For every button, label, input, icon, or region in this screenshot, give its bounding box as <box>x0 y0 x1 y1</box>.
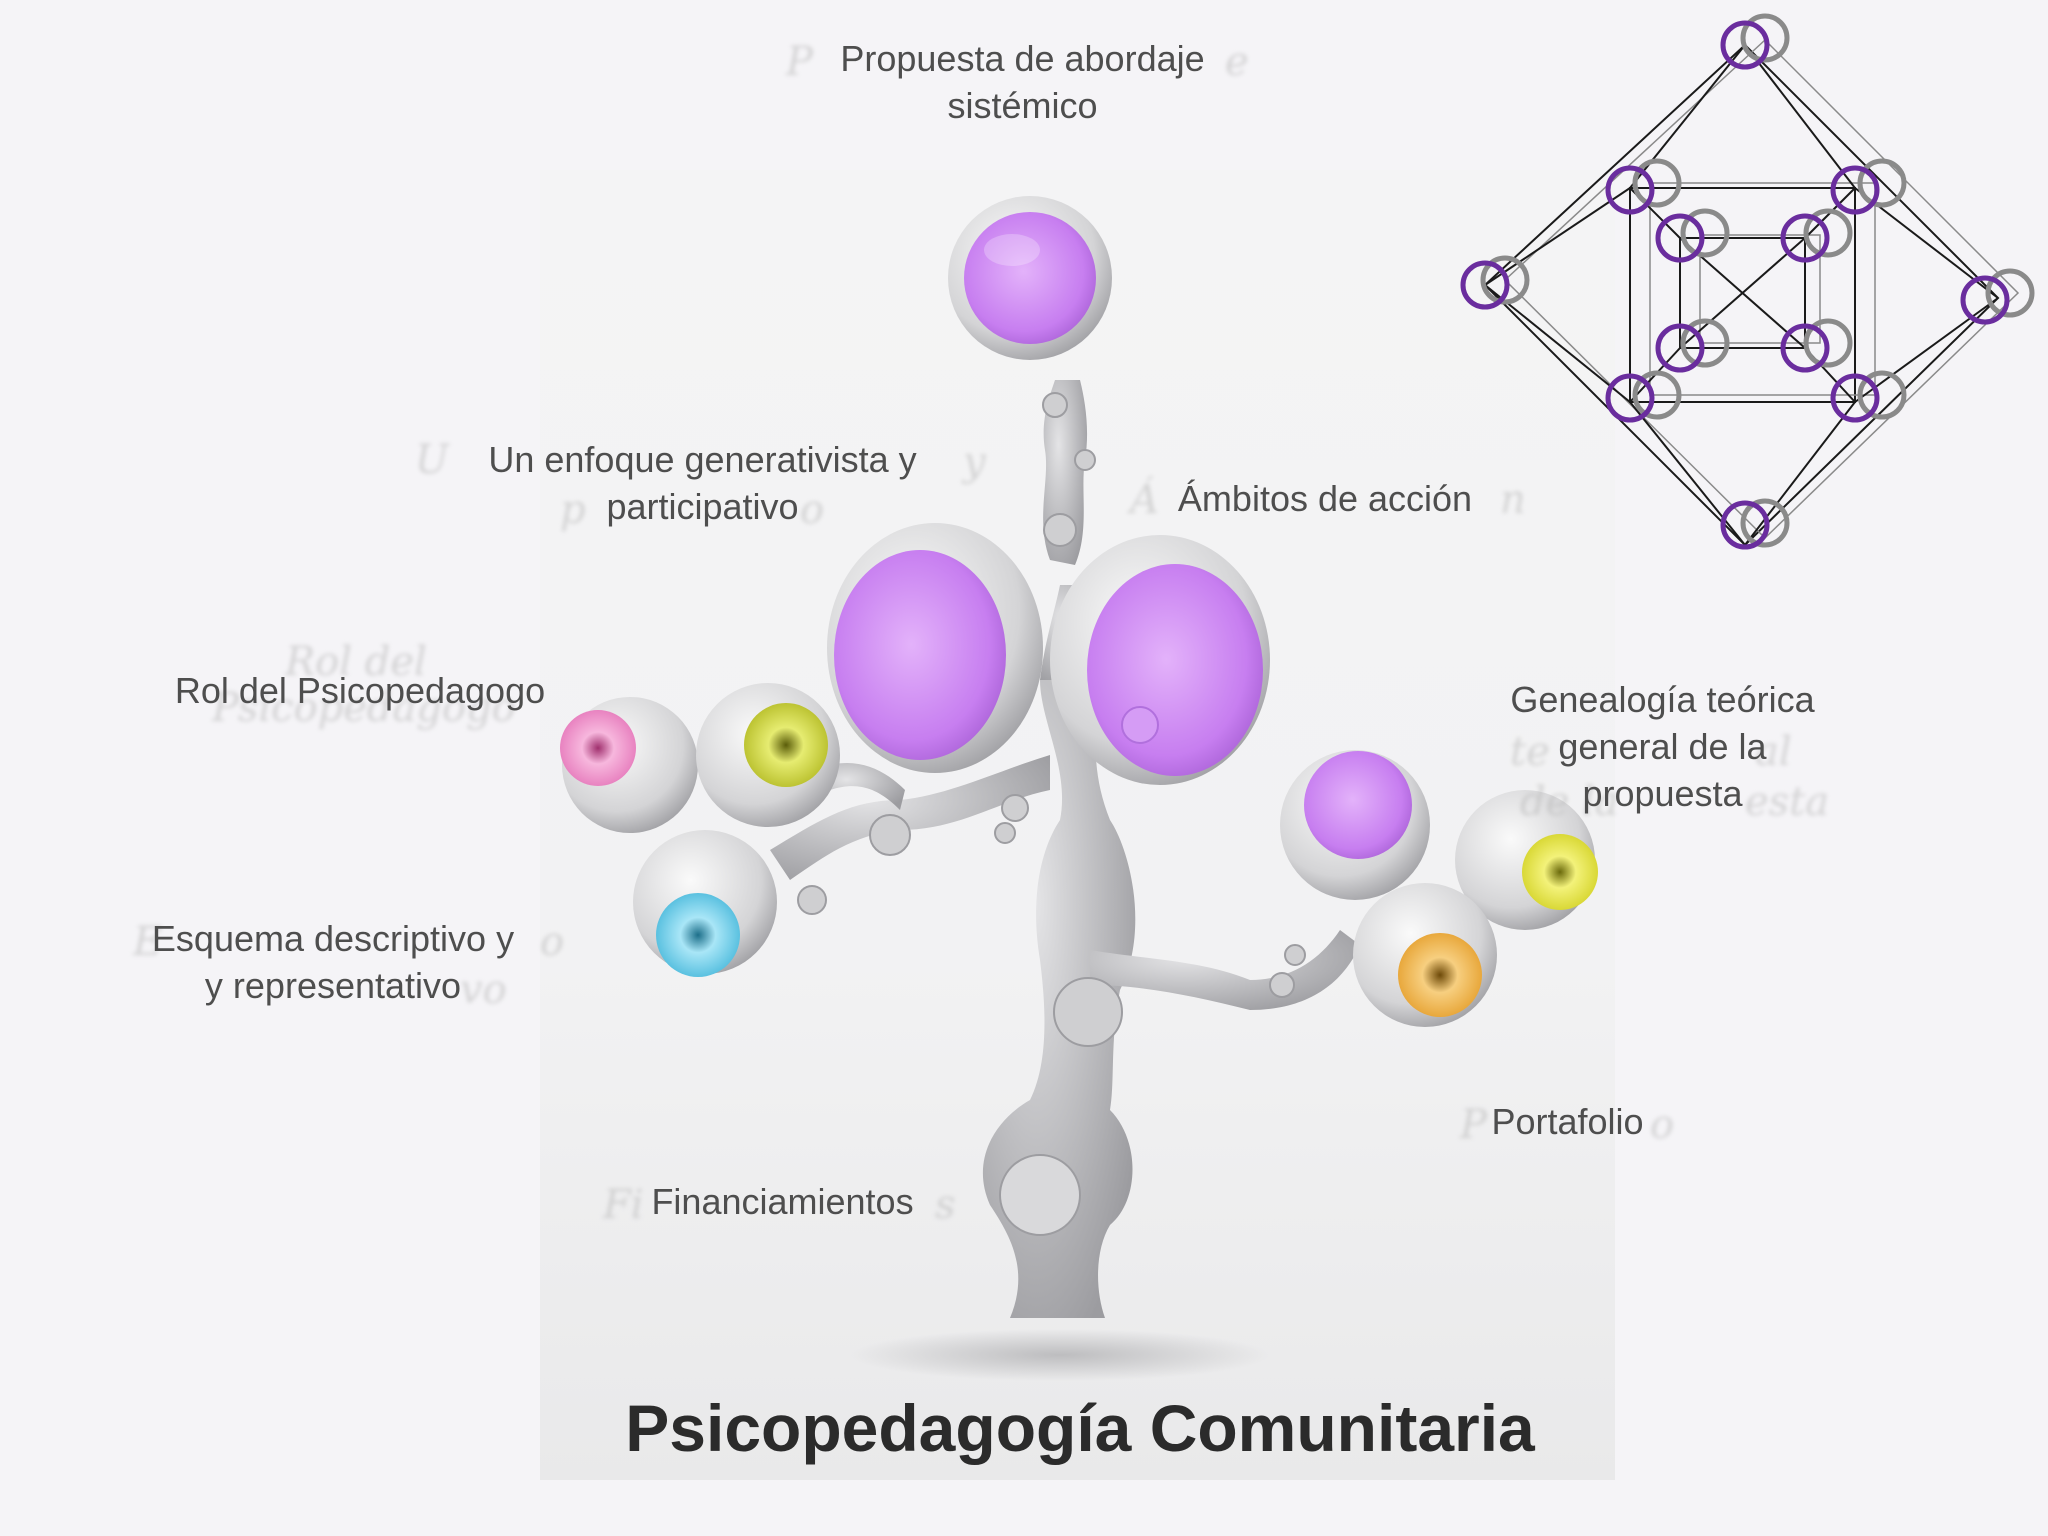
ghost-enfoque-start: U <box>415 438 449 482</box>
label-propuesta-line1: Propuesta de abordaje <box>815 35 1230 82</box>
label-genealogia-line1: Genealogía teórica <box>1490 676 1835 723</box>
label-esquema-line2: y representativo <box>128 962 538 1009</box>
ghost-propuesta-start: P <box>786 40 813 84</box>
label-rol: Rol del Psicopedagogo <box>150 667 570 714</box>
label-enfoque-line1: Un enfoque generativista y <box>455 436 950 483</box>
ghost-enfoque-end: y <box>963 440 986 484</box>
logo-nodes <box>1463 23 2007 547</box>
label-genealogia-line3: propuesta <box>1490 770 1835 817</box>
ghost-esquema-end: o <box>540 920 564 964</box>
ghost-ambitos-end: n <box>1500 478 1526 522</box>
label-ambitos: Ámbitos de acción <box>1160 475 1490 522</box>
label-enfoque-line2: participativo <box>455 483 950 530</box>
label-propuesta: Propuesta de abordaje sistémico <box>815 35 1230 129</box>
label-genealogia-line2: general de la <box>1490 723 1835 770</box>
ghost-ambitos-start: Á <box>1130 478 1159 522</box>
label-propuesta-line2: sistémico <box>815 82 1230 129</box>
logo-edges <box>1485 40 2018 545</box>
label-portafolio: Portafolio <box>1475 1098 1660 1145</box>
label-enfoque: Un enfoque generativista y participativo <box>455 436 950 530</box>
label-esquema-line1: Esquema descriptivo y <box>128 915 538 962</box>
label-genealogia: Genealogía teórica general de la propues… <box>1490 676 1835 817</box>
ghost-financiamientos-end: s <box>935 1183 956 1227</box>
diagram-title: Psicopedagogía Comunitaria <box>560 1388 1600 1468</box>
label-financiamientos: Financiamientos <box>630 1178 935 1225</box>
label-esquema: Esquema descriptivo y y representativo <box>128 915 538 1009</box>
